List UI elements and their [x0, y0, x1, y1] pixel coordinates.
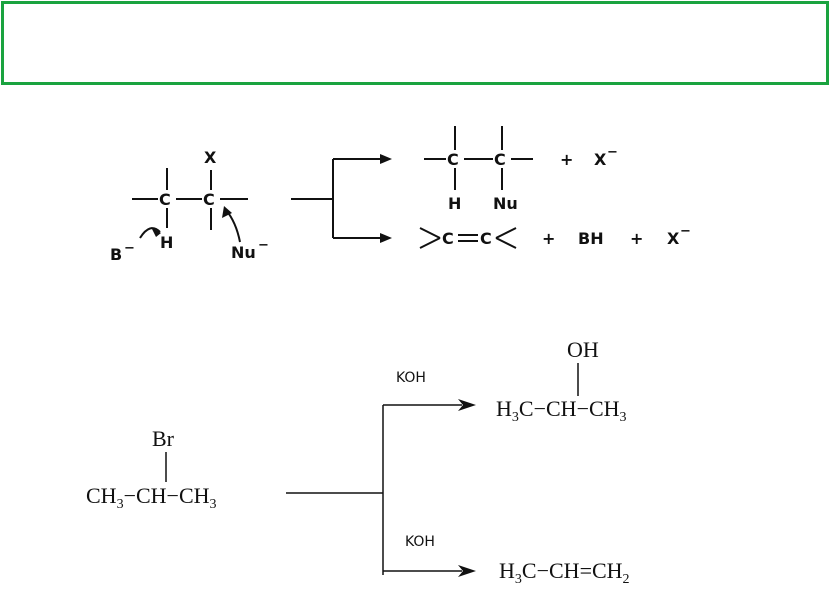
alcohol-product-formula: H3C−CH−CH3 [496, 396, 627, 425]
nucleophile-charge: − [258, 238, 269, 253]
title-banner [1, 1, 829, 85]
general-scheme-arrowheads [151, 154, 392, 243]
nucleophile-label: Nu [231, 243, 256, 262]
elim-bh-label: BH [578, 229, 604, 248]
reactant-c2-label: C [203, 190, 215, 209]
sub-plus: + [560, 150, 573, 169]
sub-c1-label: C [447, 150, 459, 169]
reagent-koh-top: KOH [396, 370, 426, 386]
example-arrowheads [458, 399, 476, 577]
sub-nu-label: Nu [493, 194, 518, 213]
alkene-c2-label: C [480, 229, 492, 248]
sub-c2-label: C [494, 150, 506, 169]
reactant-x-label: X [204, 148, 217, 167]
reactant-c1-label: C [159, 190, 171, 209]
example-lines [165, 363, 579, 575]
elim-leaving-charge: − [680, 224, 691, 239]
sub-leaving-group: X [594, 150, 607, 169]
hydroxyl-group: OH [567, 337, 599, 362]
sub-leaving-charge: − [607, 145, 618, 160]
base-label: B [110, 245, 122, 264]
bromo-substituent: Br [152, 426, 175, 451]
sub-h-label: H [448, 194, 461, 213]
reagent-koh-bottom: KOH [405, 534, 435, 550]
reactant-h-label: H [160, 233, 173, 252]
elim-plus1: + [542, 229, 555, 248]
alkene-c1-label: C [442, 229, 454, 248]
alkene-product-formula: H3C−CH=CH2 [499, 558, 630, 587]
elim-plus2: + [630, 229, 643, 248]
general-scheme-lines [132, 126, 533, 249]
base-charge: − [124, 241, 135, 256]
reactant-formula: CH3−CH−CH3 [86, 483, 217, 512]
elim-leaving-group: X [667, 229, 680, 248]
